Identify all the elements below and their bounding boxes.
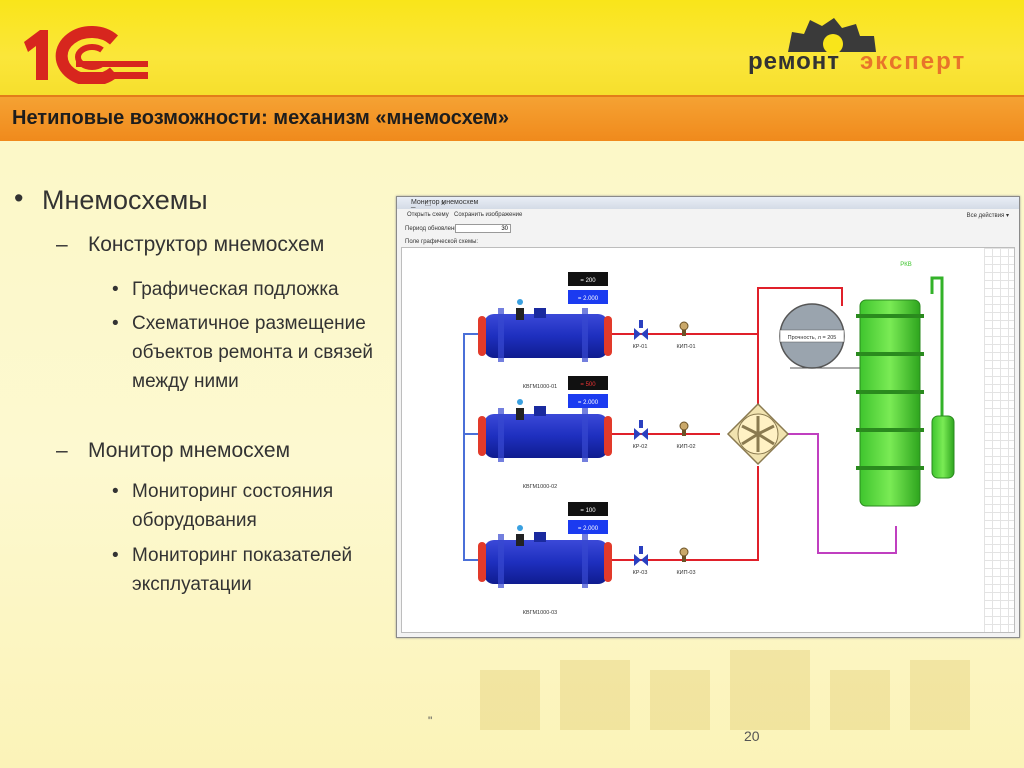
svg-text:1С: 1С bbox=[18, 22, 20, 23]
window-titlebar: Монитор мнемосхем _ □ × bbox=[397, 197, 1019, 209]
field-label: Поле графической схемы: bbox=[405, 239, 479, 245]
boiler-name: КВГМ1000-02 bbox=[523, 484, 558, 490]
boiler[interactable] bbox=[478, 299, 612, 362]
gauge-reading: Прочность, л = 205 bbox=[788, 335, 837, 341]
value-indicator bbox=[568, 272, 608, 286]
gauge-icon[interactable] bbox=[679, 321, 689, 336]
1c-logo: 1С bbox=[18, 22, 148, 84]
window-controls[interactable]: _ □ × bbox=[411, 199, 450, 208]
pipe bbox=[608, 466, 759, 561]
indicator-value: = 500 bbox=[580, 382, 596, 388]
value-indicator bbox=[568, 290, 608, 304]
gauge-icon[interactable] bbox=[679, 547, 689, 562]
valve-label: КР-01 bbox=[633, 344, 648, 350]
indicator-value: = 2.000 bbox=[578, 526, 599, 532]
bullet-item: • Схематичное размещение объектов ремонт… bbox=[112, 313, 374, 392]
indicator-value: = 2.000 bbox=[578, 296, 599, 302]
value-indicator bbox=[568, 502, 608, 516]
brand-logo: ремонт эксперт bbox=[748, 14, 998, 86]
boiler[interactable] bbox=[478, 399, 612, 462]
indicator-value: = 200 bbox=[580, 278, 596, 284]
valve-icon[interactable] bbox=[634, 320, 648, 340]
boiler-name: КВГМ1000-01 bbox=[523, 384, 558, 390]
header-bar: 1С ремонт эксперт bbox=[0, 0, 1024, 95]
pipe bbox=[930, 276, 944, 416]
brand-name-primary: ремонт bbox=[748, 48, 841, 75]
tower[interactable] bbox=[856, 299, 955, 507]
mnemonic-diagram: = 200 = 2.000 = 500 = 2.000 = 100 = 2.00… bbox=[463, 262, 955, 616]
boiler[interactable] bbox=[478, 525, 612, 588]
pipe bbox=[787, 433, 897, 554]
gauge-label: КИП-01 bbox=[676, 344, 695, 350]
save-image-button[interactable]: Сохранить изображение bbox=[454, 212, 523, 218]
gear-icon bbox=[788, 18, 876, 54]
bullet-item: • Графическая подложка bbox=[112, 279, 339, 300]
period-input[interactable]: 30 bbox=[455, 224, 511, 233]
window-toolbar: Открыть схему Сохранить изображение Все … bbox=[397, 210, 1019, 221]
window-title: Монитор мнемосхем bbox=[411, 199, 479, 206]
pressure-gauge[interactable]: Прочность, л = 205 bbox=[779, 303, 845, 369]
tower-label: РКВ bbox=[900, 262, 912, 268]
footer-mark: " bbox=[428, 714, 433, 728]
indicator-value: = 100 bbox=[580, 508, 596, 514]
all-actions-menu[interactable]: Все действия ▾ bbox=[966, 213, 1009, 219]
valve-icon[interactable] bbox=[634, 420, 648, 440]
gauge-label: КИП-02 bbox=[676, 444, 695, 450]
gauge-icon[interactable] bbox=[679, 421, 689, 436]
period-label: Период обновления: bbox=[405, 226, 463, 232]
pipe bbox=[463, 333, 480, 561]
valve-label: КР-02 bbox=[633, 444, 648, 450]
indicator-value: = 2.000 bbox=[578, 400, 599, 406]
heat-exchanger-icon[interactable] bbox=[726, 402, 790, 466]
open-scheme-button[interactable]: Открыть схему bbox=[407, 212, 449, 218]
slide-title-bar: Нетиповые возможности: механизм «мнемосх… bbox=[0, 95, 1024, 141]
grid-area bbox=[984, 248, 1014, 632]
value-indicator bbox=[568, 376, 608, 390]
value-indicator bbox=[568, 394, 608, 408]
valve-label: КР-03 bbox=[633, 570, 648, 576]
brand-name-secondary: эксперт bbox=[860, 48, 967, 75]
gauge-label: КИП-03 bbox=[676, 570, 695, 576]
bullet-item: • Мониторинг показателей эксплуатации bbox=[112, 545, 353, 595]
mnemo-monitor-window: Монитор мнемосхем _ □ × Открыть схему Со… bbox=[396, 196, 1020, 638]
slide-title: Нетиповые возможности: механизм «мнемосх… bbox=[12, 107, 509, 129]
watermark bbox=[480, 650, 970, 730]
value-indicator bbox=[568, 520, 608, 534]
boiler-name: КВГМ1000-03 bbox=[523, 610, 558, 616]
pipe bbox=[757, 287, 843, 334]
scheme-canvas[interactable]: = 200 = 2.000 = 500 = 2.000 = 100 = 2.00… bbox=[401, 247, 1015, 633]
bullet-item: • Мониторинг состояния оборудования bbox=[112, 481, 334, 531]
page-number: 20 bbox=[744, 728, 760, 744]
valve-icon[interactable] bbox=[634, 546, 648, 566]
